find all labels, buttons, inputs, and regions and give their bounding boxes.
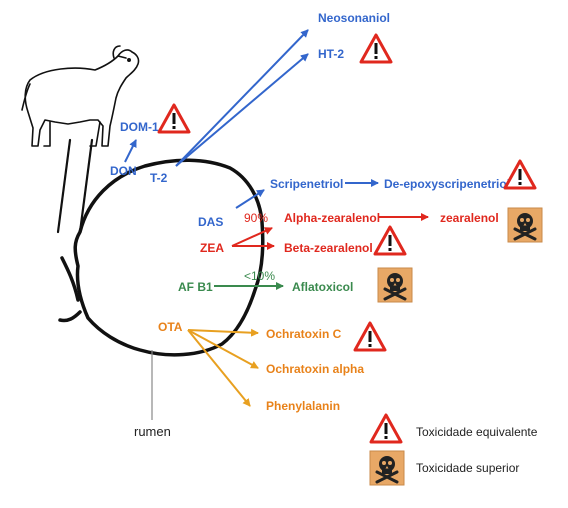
legend-equivalent-label: Toxicidade equivalente bbox=[416, 425, 538, 439]
warning-triangle-icon bbox=[353, 321, 387, 352]
label-das: DAS bbox=[198, 215, 223, 229]
label-rumen: rumen bbox=[134, 424, 171, 439]
skull-crossbones-icon bbox=[506, 206, 544, 244]
label-don: DON bbox=[110, 164, 137, 178]
label-alpha-zearalenol: Alpha-zearalenol bbox=[284, 211, 380, 225]
warning-triangle-icon bbox=[359, 33, 393, 64]
warning-triangle-icon bbox=[157, 103, 191, 134]
label-phenylalanin: Phenylalanin bbox=[266, 399, 340, 413]
warning-triangle-icon bbox=[373, 225, 407, 256]
label-ota: OTA bbox=[158, 320, 183, 334]
label-beta-zearalenol: Beta-zearalenol bbox=[284, 241, 373, 255]
label-de-epoxyscripenetriol: De-epoxyscripenetriol bbox=[384, 177, 510, 191]
label-scripenetriol: Scripenetriol bbox=[270, 177, 343, 191]
label-ochratoxin-c: Ochratoxin C bbox=[266, 327, 342, 341]
label-neosolaniol: Neosonaniol bbox=[318, 11, 390, 25]
warning-triangle-icon bbox=[503, 159, 537, 190]
red-arrows bbox=[231, 213, 429, 250]
legend: Toxicidade equivalente Toxicidade superi… bbox=[368, 413, 538, 487]
skull-crossbones-icon bbox=[376, 266, 414, 304]
label-dom1: DOM-1 bbox=[120, 120, 159, 134]
legend-skull-crossbones-icon bbox=[368, 449, 406, 487]
label-90-percent: 90% bbox=[244, 211, 268, 225]
label-zea: ZEA bbox=[200, 241, 224, 255]
rumen-outline bbox=[58, 158, 265, 357]
label-zearalenol: zearalenol bbox=[440, 211, 499, 225]
esophagus-lines bbox=[56, 138, 94, 234]
label-less-10-percent: <10% bbox=[244, 269, 275, 283]
label-ochratoxin-alpha: Ochratoxin alpha bbox=[266, 362, 364, 376]
label-ht2: HT-2 bbox=[318, 47, 344, 61]
label-afb1: AF B1 bbox=[178, 280, 213, 294]
legend-superior-label: Toxicidade superior bbox=[416, 461, 519, 475]
blue-arrows bbox=[124, 29, 379, 209]
label-t2: T-2 bbox=[150, 171, 168, 185]
orange-arrows bbox=[187, 328, 259, 407]
legend-warning-triangle-icon bbox=[369, 413, 403, 444]
cow-illustration bbox=[21, 45, 140, 147]
label-aflatoxicol: Aflatoxicol bbox=[292, 280, 353, 294]
